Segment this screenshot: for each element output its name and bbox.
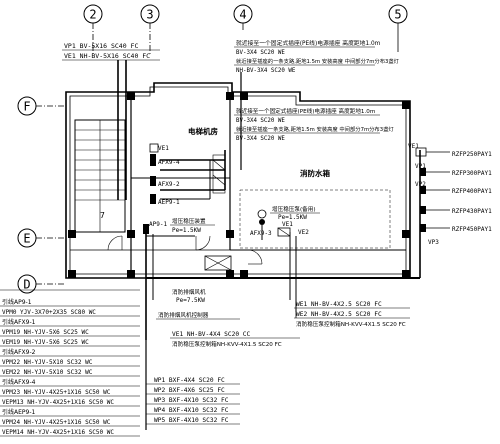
we2-label: WE2 NH-BV-4X2.5 SC20 FC bbox=[296, 311, 382, 318]
svg-text:F: F bbox=[23, 100, 30, 114]
stair-number: 7 bbox=[100, 211, 105, 220]
axis-bubble-E: E bbox=[17, 228, 66, 248]
ve1-pump-label: VE1 bbox=[282, 221, 293, 228]
axis-bubble-3: 3 bbox=[140, 4, 160, 55]
wp2-label: WP2 BXF-4X6 SC25 FC bbox=[154, 387, 225, 394]
pump1-power: Pe=1.5KW bbox=[172, 227, 201, 234]
bottom-cable-labels: WE1 NH-BV-4X2.5 SC20 FC WE2 NH-BV-4X2.5 … bbox=[145, 301, 410, 430]
schedule-row-2-2: VEM19 NH-YJV-5X6 SC25 WC bbox=[2, 339, 89, 346]
svg-text:2: 2 bbox=[89, 8, 96, 22]
schedule-row-2-1: VPM19 NH-YJV-5X6 SC25 WC bbox=[2, 329, 89, 336]
ve2-pump-label: VE2 bbox=[298, 229, 309, 236]
fire-tank-label: 消防水箱 bbox=[300, 168, 330, 178]
ve1-note: 消防稳压泵控制箱NH-KVV-4X1.5 SC20 FC bbox=[172, 340, 282, 348]
pump1-name: 增压稳压装置 bbox=[172, 217, 206, 225]
wp1-label: WP1 BXF-4X4 SC20 FC bbox=[154, 377, 225, 384]
right-ve1: VE1 bbox=[408, 143, 419, 150]
schedule-header-3: 引线AFX9-2 bbox=[2, 348, 36, 356]
axis-bubble-2: 2 bbox=[83, 4, 103, 55]
note2-line1: 就近接至一个固定式插座(PE线)电源插座 高度距地1.0m bbox=[236, 107, 375, 115]
ve1-panel-label: VE1 bbox=[158, 145, 169, 152]
note1-line3: 就近接至插座的一条支路,距地1.5m 安装高度 中间部分7m分布3盏灯 bbox=[236, 57, 400, 65]
vp1-label: VP1 BV-5X16 SC40 FC bbox=[64, 42, 138, 50]
note2-line2: BV-3X4 SC20 WE bbox=[236, 118, 285, 124]
ve1-cc-label: VE1 NH-BV-4X4 SC20 CC bbox=[172, 331, 251, 338]
schedule-row-5-1: VPM24 NH-YJV-4X25+1X16 SC50 WC bbox=[2, 419, 111, 426]
fan-rzfp400: RZFP400PAY1 bbox=[452, 188, 492, 195]
axis-bubble-D: D bbox=[17, 274, 66, 294]
afx9-2-label: AFX9-2 bbox=[158, 181, 180, 188]
schedule-row-3-1: VPM22 NH-YJV-5X10 SC32 WC bbox=[2, 359, 93, 366]
we-note: 消防稳压泵控制箱NH-KVV-4X1.5 SC20 FC bbox=[296, 320, 406, 328]
elevator-room-label: 电梯机房 bbox=[188, 126, 218, 136]
svg-text:5: 5 bbox=[394, 8, 401, 22]
svg-text:E: E bbox=[23, 232, 30, 246]
schedule-header-5: 引线AEP9-1 bbox=[2, 408, 35, 416]
note1-line4: NH-BV-3X4 SC20 WE bbox=[236, 68, 296, 74]
right-vp3: VP3 bbox=[428, 239, 439, 246]
svg-text:D: D bbox=[23, 278, 30, 292]
axis-bubble-4: 4 bbox=[233, 4, 253, 30]
right-vp1: VP1 bbox=[415, 163, 426, 170]
right-vp2: VP2 bbox=[415, 181, 426, 188]
fan-power: Pe=7.5KW bbox=[176, 297, 205, 304]
fan-rzfp250: RZFP250PAY1 bbox=[452, 151, 492, 158]
axis-bubble-5: 5 bbox=[388, 4, 408, 52]
right-fan-panels: VE1 VP1 VP2 VP3 RZFP250PAY1 RZFP300PAY1 … bbox=[408, 143, 492, 246]
schedule-header-2: 引线AFX9-1 bbox=[2, 318, 36, 326]
wp4-label: WP4 BXF-4X10 SC32 FC bbox=[154, 407, 229, 414]
ve1-label: VE1 NH-BV-5X16 SC40 FC bbox=[64, 52, 150, 60]
schedule-row-3-2: VEM22 NH-YJV-5X10 SC32 WC bbox=[2, 369, 93, 376]
schedule-row-4-2: VEPM13 NH-YJV-4X25+1X16 SC50 WC bbox=[2, 399, 114, 406]
note2-line3: 就近接至插座一条支路,距地1.5m 安装高度 中间部分7m分布3盏灯 bbox=[236, 125, 394, 133]
fan-rzfp300: RZFP300PAY1 bbox=[452, 170, 492, 177]
note2-line4: BV-3X4 SC20 WE bbox=[236, 136, 285, 142]
aep9-1-label: AEP9-1 bbox=[158, 199, 180, 206]
pump2-power: Pe=1.5KW bbox=[278, 214, 307, 221]
afx9-3-label: AFX9-3 bbox=[250, 230, 272, 237]
wp3-label: WP3 BXF-4X10 SC32 FC bbox=[154, 397, 229, 404]
note1-line2: BV-3X4 SC20 WE bbox=[236, 50, 285, 56]
we1-label: WE1 NH-BV-4X2.5 SC20 FC bbox=[296, 301, 382, 308]
schedule-header-4: 引线AFX9-4 bbox=[2, 378, 36, 386]
fan-label: 消防排烟风机 bbox=[172, 288, 206, 296]
schedule-row-4-1: VPM23 NH-YJV-4X25+1X16 SC50 WC bbox=[2, 389, 111, 396]
schedule-header-1: 引线AP9-1 bbox=[2, 298, 32, 306]
fan-rzfp450: RZFP450PAY1 bbox=[452, 226, 492, 233]
top-cable-labels: VP1 BV-5X16 SC40 FC VE1 NH-BV-5X16 SC40 … bbox=[62, 39, 400, 74]
fan-rzfp430: RZFP430PAY1 bbox=[452, 208, 492, 215]
wp5-label: WP5 BXF-4X10 SC32 FC bbox=[154, 417, 229, 424]
note1-line1: 就近接至一个固定式插座(PE线)电源插座 高度距地1.0m bbox=[236, 39, 381, 47]
svg-text:3: 3 bbox=[146, 8, 153, 22]
axis-bubble-F: F bbox=[17, 96, 66, 116]
mid-notes: 就近接至一个固定式插座(PE线)电源插座 高度距地1.0m BV-3X4 SC2… bbox=[100, 107, 394, 220]
cable-schedule: 引线AP9-1 VPM0 YJV-3X70+2X35 SC80 WC 引线AFX… bbox=[0, 289, 140, 437]
schedule-row-1-1: VPM0 YJV-3X70+2X35 SC80 WC bbox=[2, 309, 96, 316]
pump2-name: 增压稳压泵(备用) bbox=[272, 205, 316, 213]
ap9-1-label: AP9-1 bbox=[149, 221, 167, 228]
panels-and-wiring: VE1 AFX9-4 AFX9-2 AEP9-1 AP9-1 增压稳压装置 Pe… bbox=[117, 60, 421, 340]
schedule-row-5-2: VEPM14 NH-YJV-4X25+1X16 SC50 WC bbox=[2, 429, 114, 436]
fan-controller-label: 消防排烟风机控制器 bbox=[158, 311, 209, 319]
svg-text:4: 4 bbox=[239, 8, 246, 22]
afx9-4-label: AFX9-4 bbox=[158, 159, 180, 166]
